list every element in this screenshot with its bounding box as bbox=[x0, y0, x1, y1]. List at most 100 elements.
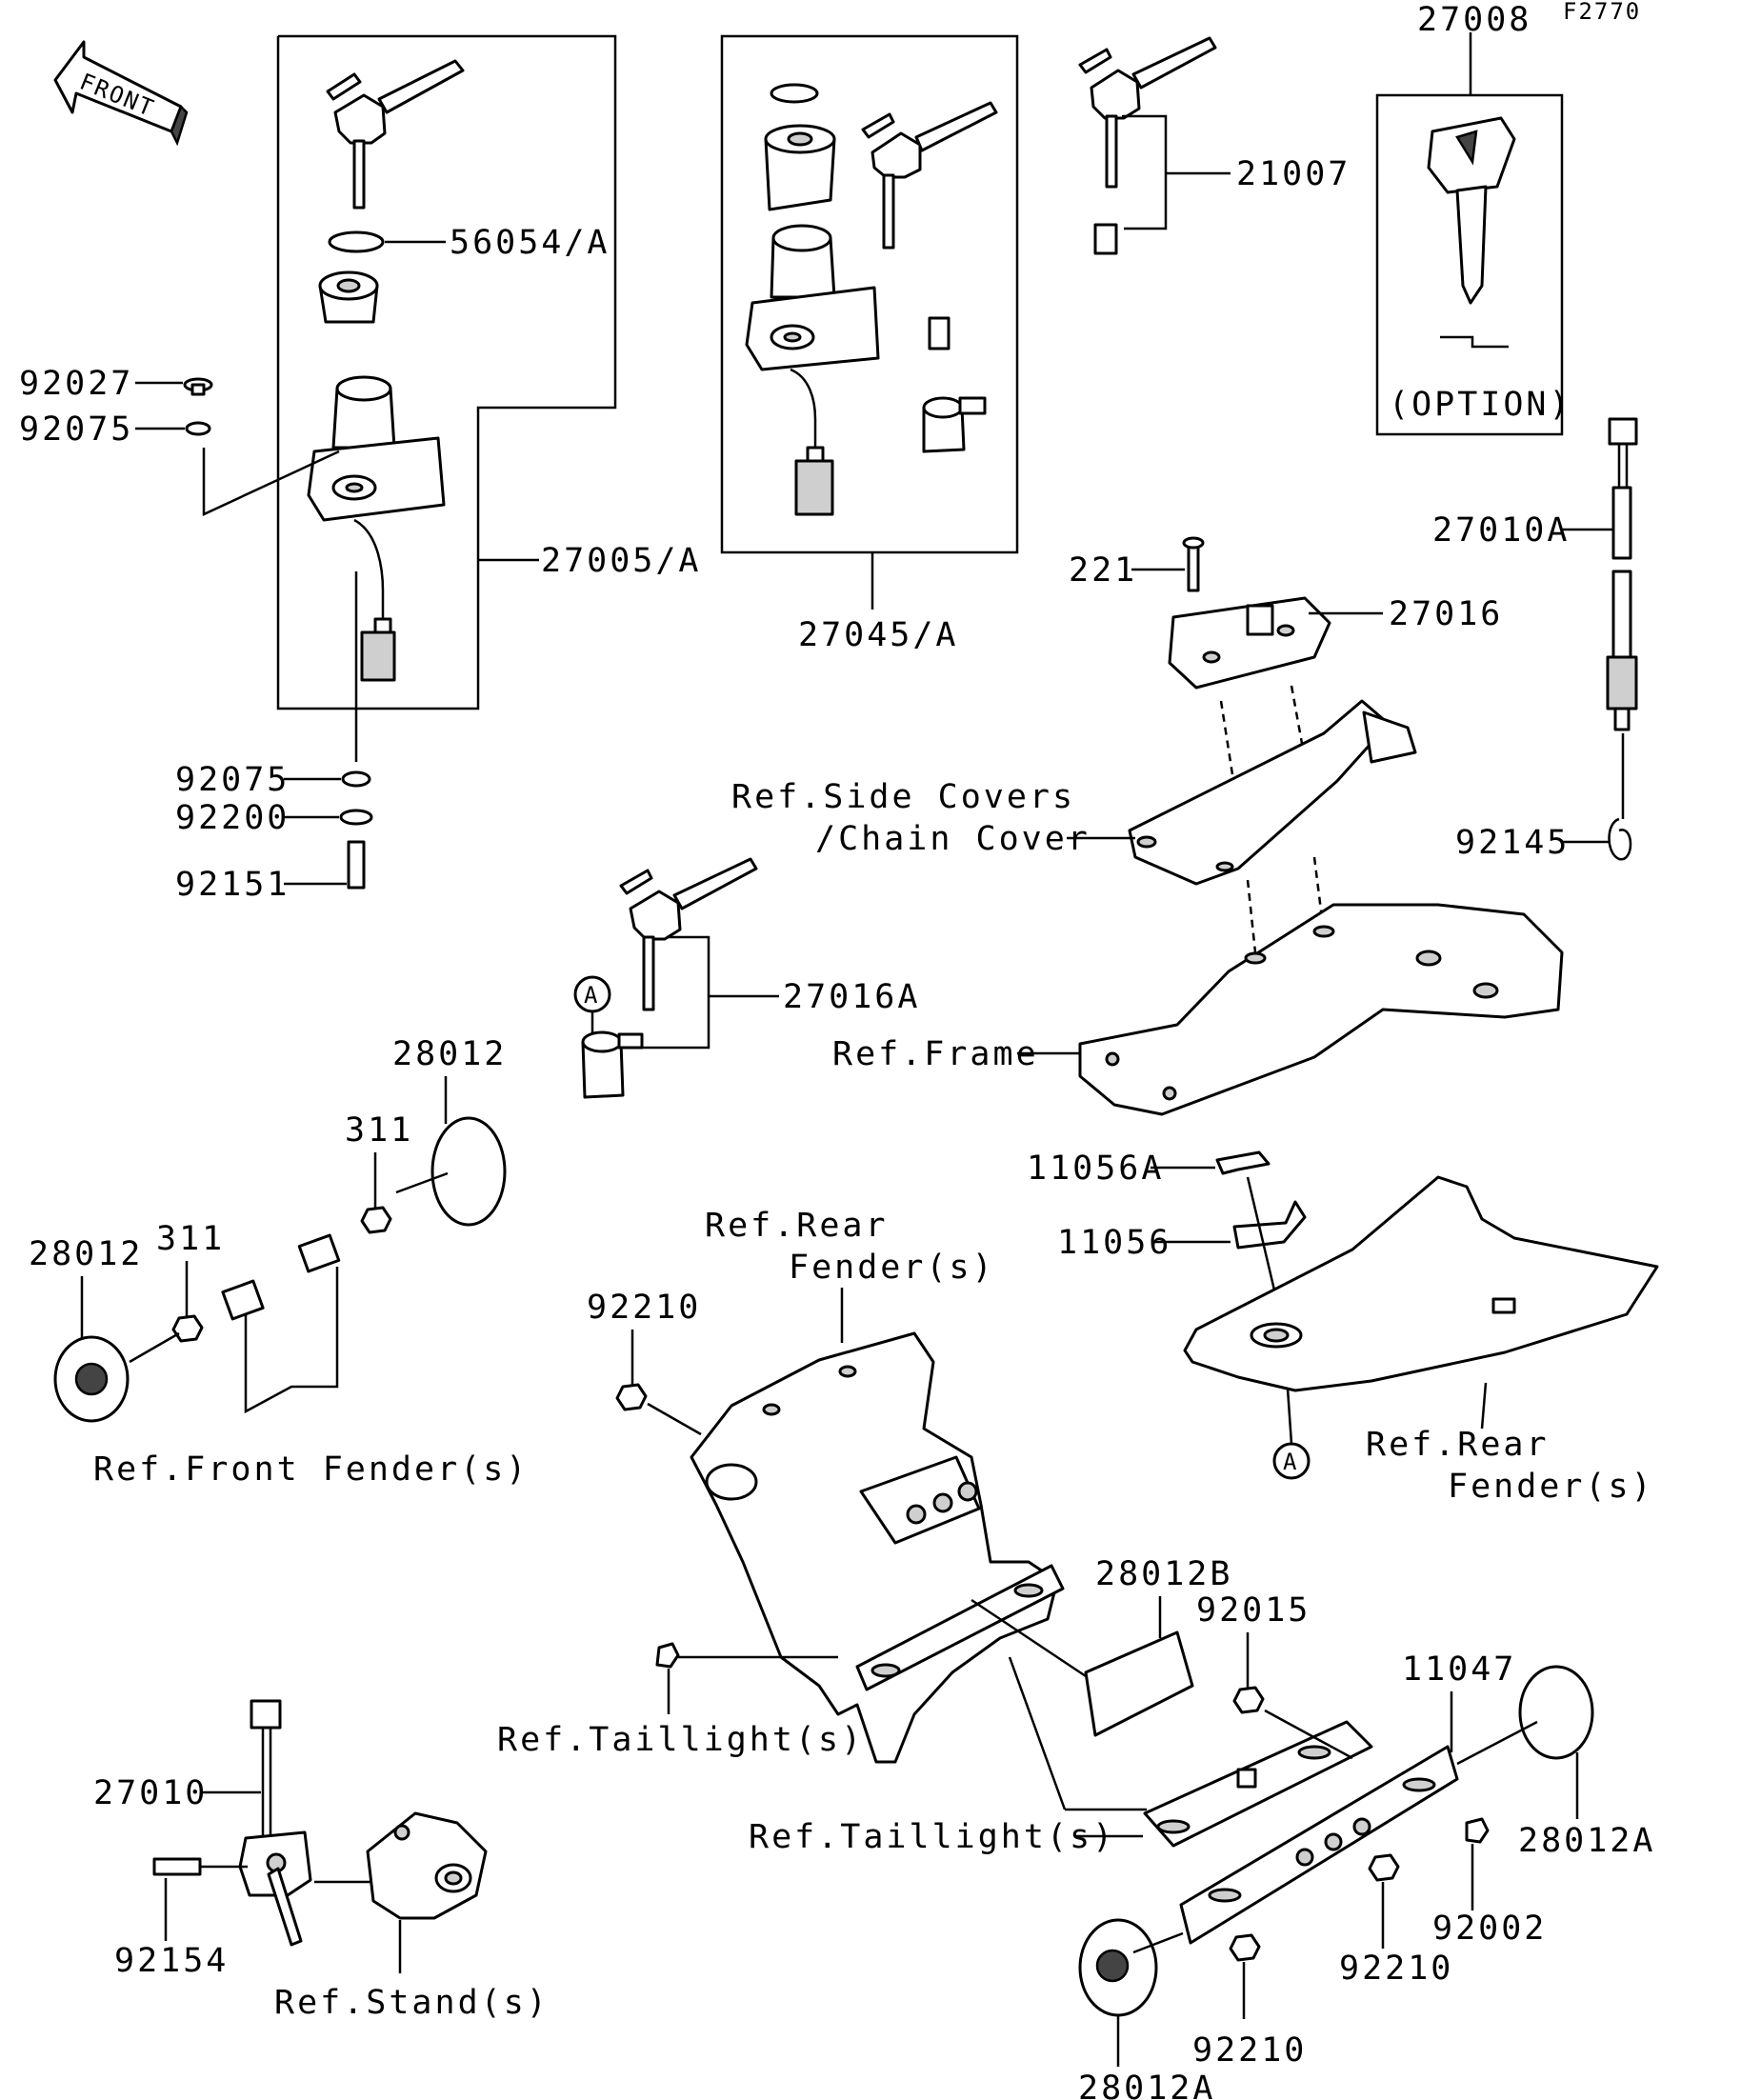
nut-92015 bbox=[1232, 1686, 1265, 1714]
rear-frame bbox=[1078, 903, 1564, 1116]
group-box-27045A bbox=[720, 34, 1019, 554]
small-cylinder-27045 bbox=[928, 316, 951, 350]
stud-28012a bbox=[395, 1171, 449, 1194]
screw-92002 bbox=[1465, 1817, 1490, 1844]
stud-28012A-right bbox=[1456, 1720, 1538, 1766]
leader-marker-a2 bbox=[1286, 1388, 1293, 1445]
label-92151: 92151 bbox=[175, 866, 290, 904]
key-27016A-icon bbox=[619, 857, 758, 1011]
cylinder-21007 bbox=[1093, 223, 1118, 255]
label-92027: 92027 bbox=[19, 365, 133, 403]
clip-92145 bbox=[1608, 817, 1632, 861]
label-28012B: 28012B bbox=[1095, 1555, 1232, 1593]
ref-frame: Ref.Frame bbox=[832, 1035, 1039, 1073]
reflector-28012a bbox=[430, 1116, 507, 1227]
washer-92200 bbox=[339, 809, 373, 826]
label-92210b: 92210 bbox=[1339, 1950, 1453, 1988]
label-28012b: 28012 bbox=[29, 1235, 143, 1273]
label-27010A: 27010A bbox=[1432, 511, 1570, 550]
bolt-92154 bbox=[152, 1857, 202, 1876]
bolt-92151 bbox=[347, 840, 366, 890]
key-icon bbox=[326, 59, 465, 210]
ref-taillight-2: Ref.Taillight(s) bbox=[749, 1818, 1115, 1856]
label-27008: 27008 bbox=[1417, 1, 1531, 39]
nut-311a bbox=[360, 1206, 392, 1234]
label-311b: 311 bbox=[156, 1220, 225, 1258]
seat-lock-27016A bbox=[581, 1030, 644, 1099]
label-27016A: 27016A bbox=[783, 978, 920, 1016]
leader-taillight-2-line bbox=[1008, 1656, 1067, 1810]
label-28012A2: 28012A bbox=[1078, 2070, 1215, 2100]
lock-cap-27045 bbox=[764, 124, 836, 211]
lock-bracket-27016 bbox=[1168, 596, 1331, 690]
dash-line-2 bbox=[1290, 685, 1312, 791]
label-92015: 92015 bbox=[1196, 1591, 1311, 1630]
leader-28012B-line bbox=[971, 1598, 1087, 1678]
seat-lock-27045 bbox=[922, 396, 987, 453]
label-92002: 92002 bbox=[1432, 1910, 1547, 1948]
leader-92075a-switch bbox=[202, 448, 340, 516]
spacer-left bbox=[221, 1279, 265, 1321]
ref-rear-fender-top-1: Ref.Rear bbox=[705, 1207, 889, 1245]
label-92200: 92200 bbox=[175, 799, 290, 837]
marker-a2-label: A bbox=[1283, 1449, 1298, 1475]
label-221: 221 bbox=[1069, 551, 1137, 590]
clip-11056A bbox=[1215, 1150, 1271, 1175]
washer-92075b bbox=[341, 770, 371, 788]
ignition-switch-body bbox=[307, 375, 446, 682]
side-cover-bracket bbox=[1128, 699, 1417, 886]
washer-27045 bbox=[770, 83, 819, 104]
stud-28012b bbox=[129, 1331, 180, 1364]
key-21007-icon bbox=[1078, 36, 1217, 189]
nut-311b bbox=[171, 1314, 204, 1343]
leader-92210a-2 bbox=[647, 1402, 702, 1436]
ref-side-covers-2: /Chain Cover bbox=[815, 820, 1091, 858]
label-27010: 27010 bbox=[93, 1774, 208, 1812]
marker-a1-label: A bbox=[584, 982, 599, 1009]
label-92154: 92154 bbox=[114, 1942, 229, 1980]
key-27045-icon bbox=[861, 101, 998, 250]
option-label: (OPTION) bbox=[1389, 386, 1572, 424]
switch-27010 bbox=[238, 1699, 312, 1947]
ref-rear-fender-right-2: Fender(s) bbox=[1448, 1468, 1654, 1506]
label-28012A1: 28012A bbox=[1518, 1822, 1655, 1860]
stud-28012A-bottom bbox=[1132, 1931, 1184, 1954]
label-11056A: 11056A bbox=[1027, 1150, 1164, 1188]
nut-92210c bbox=[1229, 1933, 1261, 1962]
leader-21007 bbox=[1122, 114, 1168, 230]
label-11047: 11047 bbox=[1402, 1650, 1516, 1689]
group-box-27005A bbox=[276, 34, 617, 710]
washer-56054A bbox=[328, 230, 385, 253]
spacer-right bbox=[297, 1233, 341, 1273]
label-92075a: 92075 bbox=[19, 410, 133, 449]
label-27016: 27016 bbox=[1389, 595, 1503, 633]
ref-rear-fender-right-1: Ref.Rear bbox=[1366, 1426, 1550, 1464]
rear-fender-right bbox=[1183, 1175, 1659, 1392]
cap-92027 bbox=[183, 377, 213, 396]
key-blank-27008-icon bbox=[1427, 116, 1516, 349]
label-11056: 11056 bbox=[1057, 1224, 1171, 1262]
rear-fender-center bbox=[690, 1331, 1065, 1764]
label-27045A: 27045/A bbox=[798, 616, 959, 654]
leader-rear-fender-right bbox=[1480, 1382, 1488, 1430]
dash-line-1 bbox=[1219, 700, 1236, 788]
leader-front-fender bbox=[244, 1267, 339, 1414]
label-21007: 21007 bbox=[1236, 155, 1351, 193]
option-box-27008 bbox=[1375, 93, 1564, 436]
washer-92075a bbox=[185, 421, 211, 436]
license-bracket-11047 bbox=[1143, 1720, 1459, 1945]
label-28012a: 28012 bbox=[392, 1035, 507, 1073]
screw-taillight bbox=[655, 1642, 680, 1669]
reflector-28012A-right bbox=[1518, 1665, 1594, 1760]
ref-side-covers-1: Ref.Side Covers bbox=[731, 778, 1075, 816]
label-27005A: 27005/A bbox=[541, 542, 702, 580]
label-92145: 92145 bbox=[1455, 824, 1570, 862]
ref-front-fender: Ref.Front Fender(s) bbox=[93, 1450, 529, 1489]
dash-line-3 bbox=[1246, 879, 1257, 953]
label-311a: 311 bbox=[345, 1111, 413, 1150]
label-56054A: 56054/A bbox=[450, 224, 610, 262]
label-92075b: 92075 bbox=[175, 761, 290, 799]
leader-92015-line bbox=[1264, 1709, 1353, 1760]
